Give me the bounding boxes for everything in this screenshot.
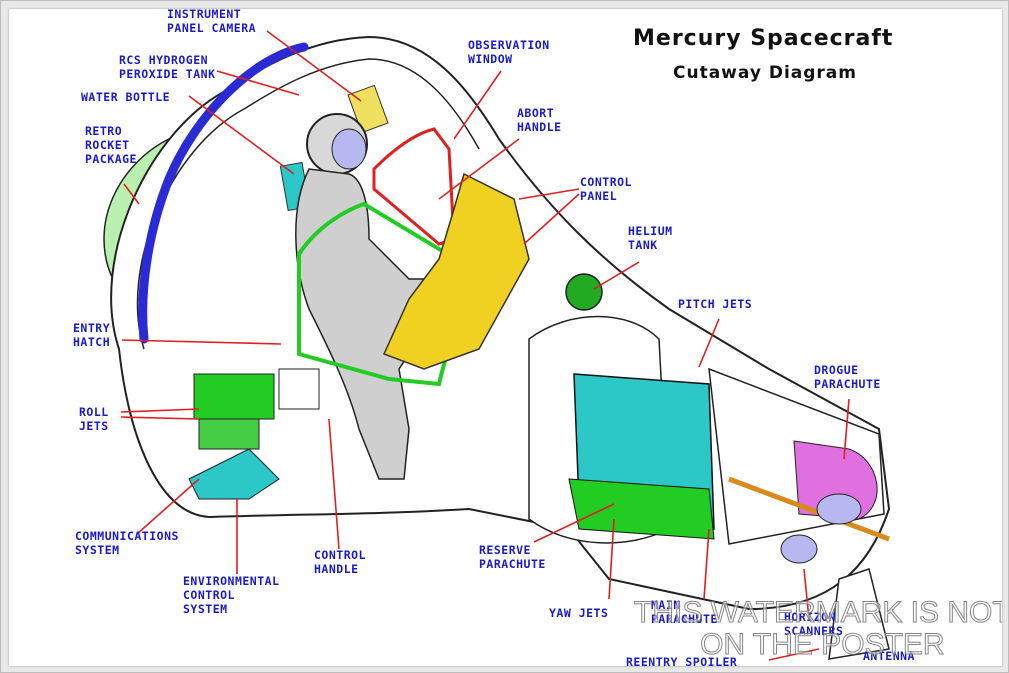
label-antenna: ANTENNA (863, 649, 915, 663)
label-main-parachute: MAIN PARACHUTE (651, 598, 718, 626)
label-helium-tank: HELIUM TANK (628, 224, 673, 252)
label-reentry-spoiler: REENTRY SPOILER (626, 655, 738, 666)
leader-lines (120, 30, 850, 661)
label-environmental: ENVIRONMENTAL CONTROL SYSTEM (183, 574, 280, 616)
label-entry-hatch: ENTRY HATCH (73, 321, 111, 349)
label-drogue-parachute: DROGUE PARACHUTE (814, 363, 881, 391)
watermark: THIS WATERMARK IS NOT ON THE POSTER (634, 596, 1002, 661)
label-retro-rocket: RETRO ROCKET PACKAGE (85, 124, 137, 166)
label-control-panel: CONTROL PANEL (580, 175, 632, 203)
environmental-shape (188, 448, 280, 500)
helium-tank-shape (565, 273, 603, 311)
label-rcs-tank: RCS HYDROGEN PEROXIDE TANK (119, 53, 216, 81)
label-roll-jets: ROLL JETS (79, 405, 109, 433)
label-reserve-parachute: RESERVE PARACHUTE (479, 543, 546, 571)
label-communications: COMMUNICATIONS SYSTEM (75, 529, 179, 557)
control-panel-shape (382, 172, 530, 370)
label-yaw-jets: YAW JETS (549, 606, 609, 620)
poster: Mercury Spacecraft Cutaway Diagram INSTR… (9, 9, 1002, 666)
label-instrument-panel-camera: INSTRUMENT PANEL CAMERA (167, 9, 257, 35)
diagram-title: Mercury Spacecraft (633, 26, 894, 51)
roll-jets-shape (193, 373, 275, 420)
label-abort-handle: ABORT HANDLE (517, 106, 562, 134)
label-observation-window: OBSERVATION WINDOW (468, 38, 550, 66)
camera-box (347, 84, 389, 134)
label-pitch-jets: PITCH JETS (678, 297, 753, 311)
rcs-tank-arc (138, 42, 309, 344)
diagram-subtitle: Cutaway Diagram (673, 63, 857, 83)
label-horizon-scanners: HORIZON SCANNERS (784, 610, 844, 638)
label-control-handle: CONTROL HANDLE (314, 548, 366, 576)
label-water-bottle: WATER BOTTLE (81, 90, 171, 104)
spacecraft-illustration (103, 30, 891, 661)
